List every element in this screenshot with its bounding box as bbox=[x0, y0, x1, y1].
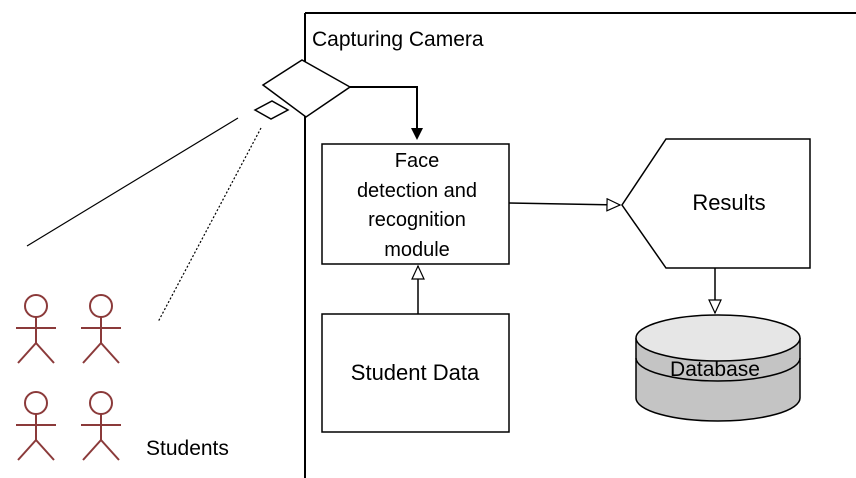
stick-figure-icon bbox=[81, 391, 121, 461]
database-cylinder-icon: Database bbox=[635, 314, 801, 422]
stick-figure-icon bbox=[81, 294, 121, 364]
camera-icon bbox=[253, 59, 352, 120]
students-label: Students bbox=[146, 437, 229, 460]
module-label-line-4: module bbox=[384, 239, 450, 261]
results-label: Results bbox=[692, 190, 765, 215]
module-label-line-1: Face bbox=[395, 150, 439, 172]
student-figures bbox=[16, 294, 121, 461]
student-data-label: Student Data bbox=[351, 360, 480, 385]
face-detection-module: Face detection and recognition module bbox=[321, 143, 510, 265]
results-box: Results bbox=[621, 138, 811, 269]
module-label-line-3: recognition bbox=[368, 209, 466, 231]
module-label-line-2: detection and bbox=[357, 180, 477, 202]
camera-to-module-arrow bbox=[350, 86, 423, 140]
student-data-box: Student Data bbox=[321, 313, 510, 433]
stick-figure-icon bbox=[16, 294, 56, 364]
stick-figure-icon bbox=[16, 391, 56, 461]
camera-label: Capturing Camera bbox=[312, 28, 484, 51]
database-label: Database bbox=[670, 358, 760, 381]
camera-view-lines bbox=[26, 117, 262, 323]
module-to-results-arrow bbox=[508, 197, 622, 212]
